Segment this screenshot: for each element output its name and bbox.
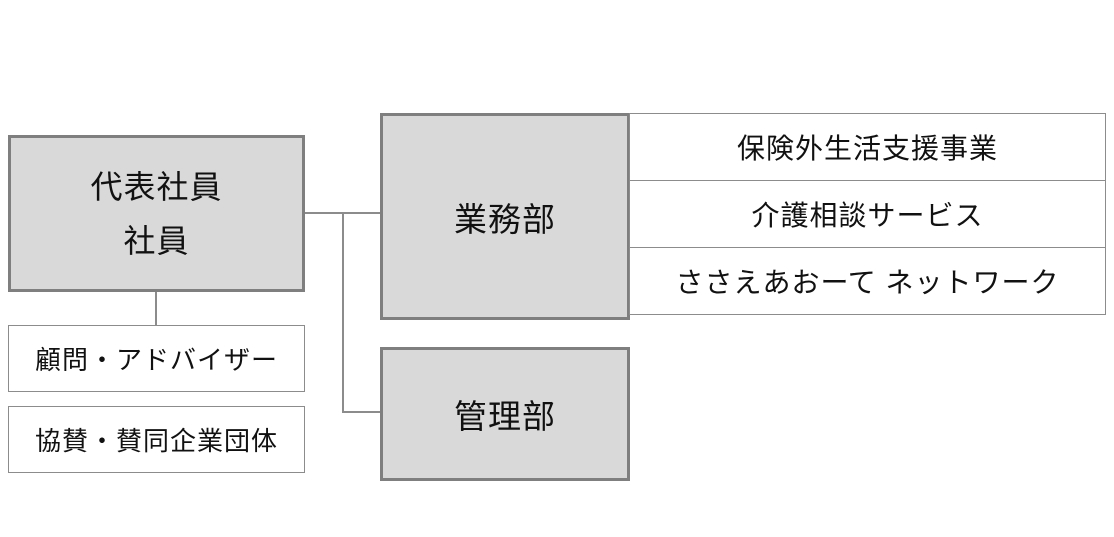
sponsor-box: 協賛・賛同企業団体	[8, 406, 305, 473]
service-label: ささえあおーて ネットワーク	[675, 267, 1060, 298]
advisor-label: 顧問・アドバイザー	[34, 345, 278, 375]
admin-dept-box: 管理部	[380, 347, 630, 481]
admin-dept-label: 管理部	[454, 398, 556, 435]
root-members-box: 代表社員 社員	[8, 135, 305, 292]
business-dept-box: 業務部	[380, 113, 630, 320]
connector-elbow-to-admin	[342, 411, 380, 413]
service-label: 保険外生活支援事業	[736, 133, 998, 164]
business-dept-label: 業務部	[454, 200, 556, 238]
root-members-line2: 社員	[123, 222, 190, 259]
services-column: 保険外生活支援事業 介護相談サービス ささえあおーて ネットワーク	[629, 113, 1106, 315]
service-label: 介護相談サービス	[751, 200, 984, 231]
connector-root-to-advisor	[155, 292, 157, 325]
service-box-network: ささえあおーて ネットワーク	[629, 247, 1106, 315]
connector-elbow-vertical	[342, 212, 344, 413]
service-box-insurance-support: 保険外生活支援事業	[629, 113, 1106, 181]
service-box-care-consultation: 介護相談サービス	[629, 180, 1106, 248]
advisor-box: 顧問・アドバイザー	[8, 325, 305, 392]
sponsor-label: 協賛・賛同企業団体	[34, 426, 278, 456]
root-members-line1: 代表社員	[90, 168, 223, 205]
